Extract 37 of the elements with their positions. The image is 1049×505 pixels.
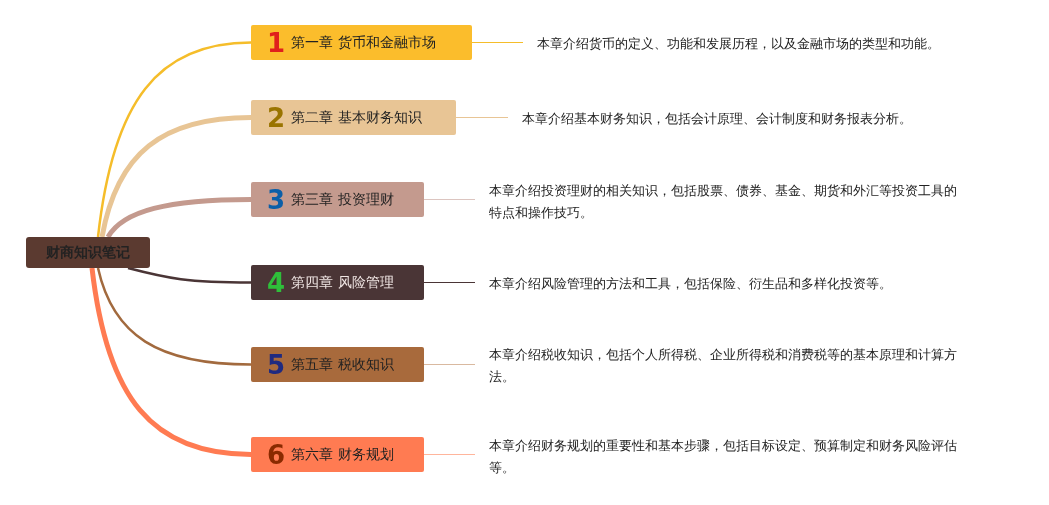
chapter-title: 第二章 基本财务知识 (291, 108, 422, 127)
chapter-box (251, 182, 424, 217)
chapter-box (251, 265, 424, 300)
chapter-title: 第四章 风险管理 (291, 273, 394, 292)
chapter-number: 1 (267, 29, 286, 56)
chapter-box (251, 347, 424, 382)
chapter-number: 6 (267, 441, 286, 468)
connector-line (423, 453, 476, 456)
description-text: 本章介绍货币的定义、功能和发展历程，以及金融市场的类型和功能。 (537, 33, 977, 55)
chapter-box (251, 100, 456, 135)
connector-line (423, 198, 476, 201)
branch-line (127, 266, 251, 284)
connector-line (423, 281, 476, 284)
connector-line (471, 41, 524, 44)
chapter-number: 3 (267, 186, 286, 213)
connector-line (423, 363, 476, 366)
chapter-title: 第六章 财务规划 (291, 445, 394, 464)
branch-line (96, 267, 252, 366)
description-text: 本章介绍财务规划的重要性和基本步骤，包括目标设定、预算制定和财务风险评估等。 (489, 435, 967, 479)
branch-line (105, 197, 252, 239)
description-text: 本章介绍风险管理的方法和工具，包括保险、衍生品和多样化投资等。 (489, 273, 967, 295)
chapter-number: 4 (267, 269, 286, 296)
description-text: 本章介绍基本财务知识，包括会计原理、会计制度和财务报表分析。 (522, 108, 962, 130)
chapter-box (251, 437, 424, 472)
branch-line (96, 41, 252, 238)
branch-line (99, 115, 252, 238)
description-text: 本章介绍税收知识，包括个人所得税、企业所得税和消费税等的基本原理和计算方法。 (489, 344, 967, 388)
description-text: 本章介绍投资理财的相关知识，包括股票、债券、基金、期货和外汇等投资工具的特点和操作技巧。 (489, 180, 967, 224)
root-box: 财商知识笔记 (26, 237, 150, 268)
chapter-title: 第一章 货币和金融市场 (291, 33, 436, 52)
chapter-title: 第三章 投资理财 (291, 190, 394, 209)
chapter-box (251, 25, 472, 60)
branch-line (89, 267, 252, 457)
chapter-number: 2 (267, 104, 286, 131)
chapter-number: 5 (267, 351, 286, 378)
chapter-title: 第五章 税收知识 (291, 355, 394, 374)
connector-line (455, 116, 509, 119)
